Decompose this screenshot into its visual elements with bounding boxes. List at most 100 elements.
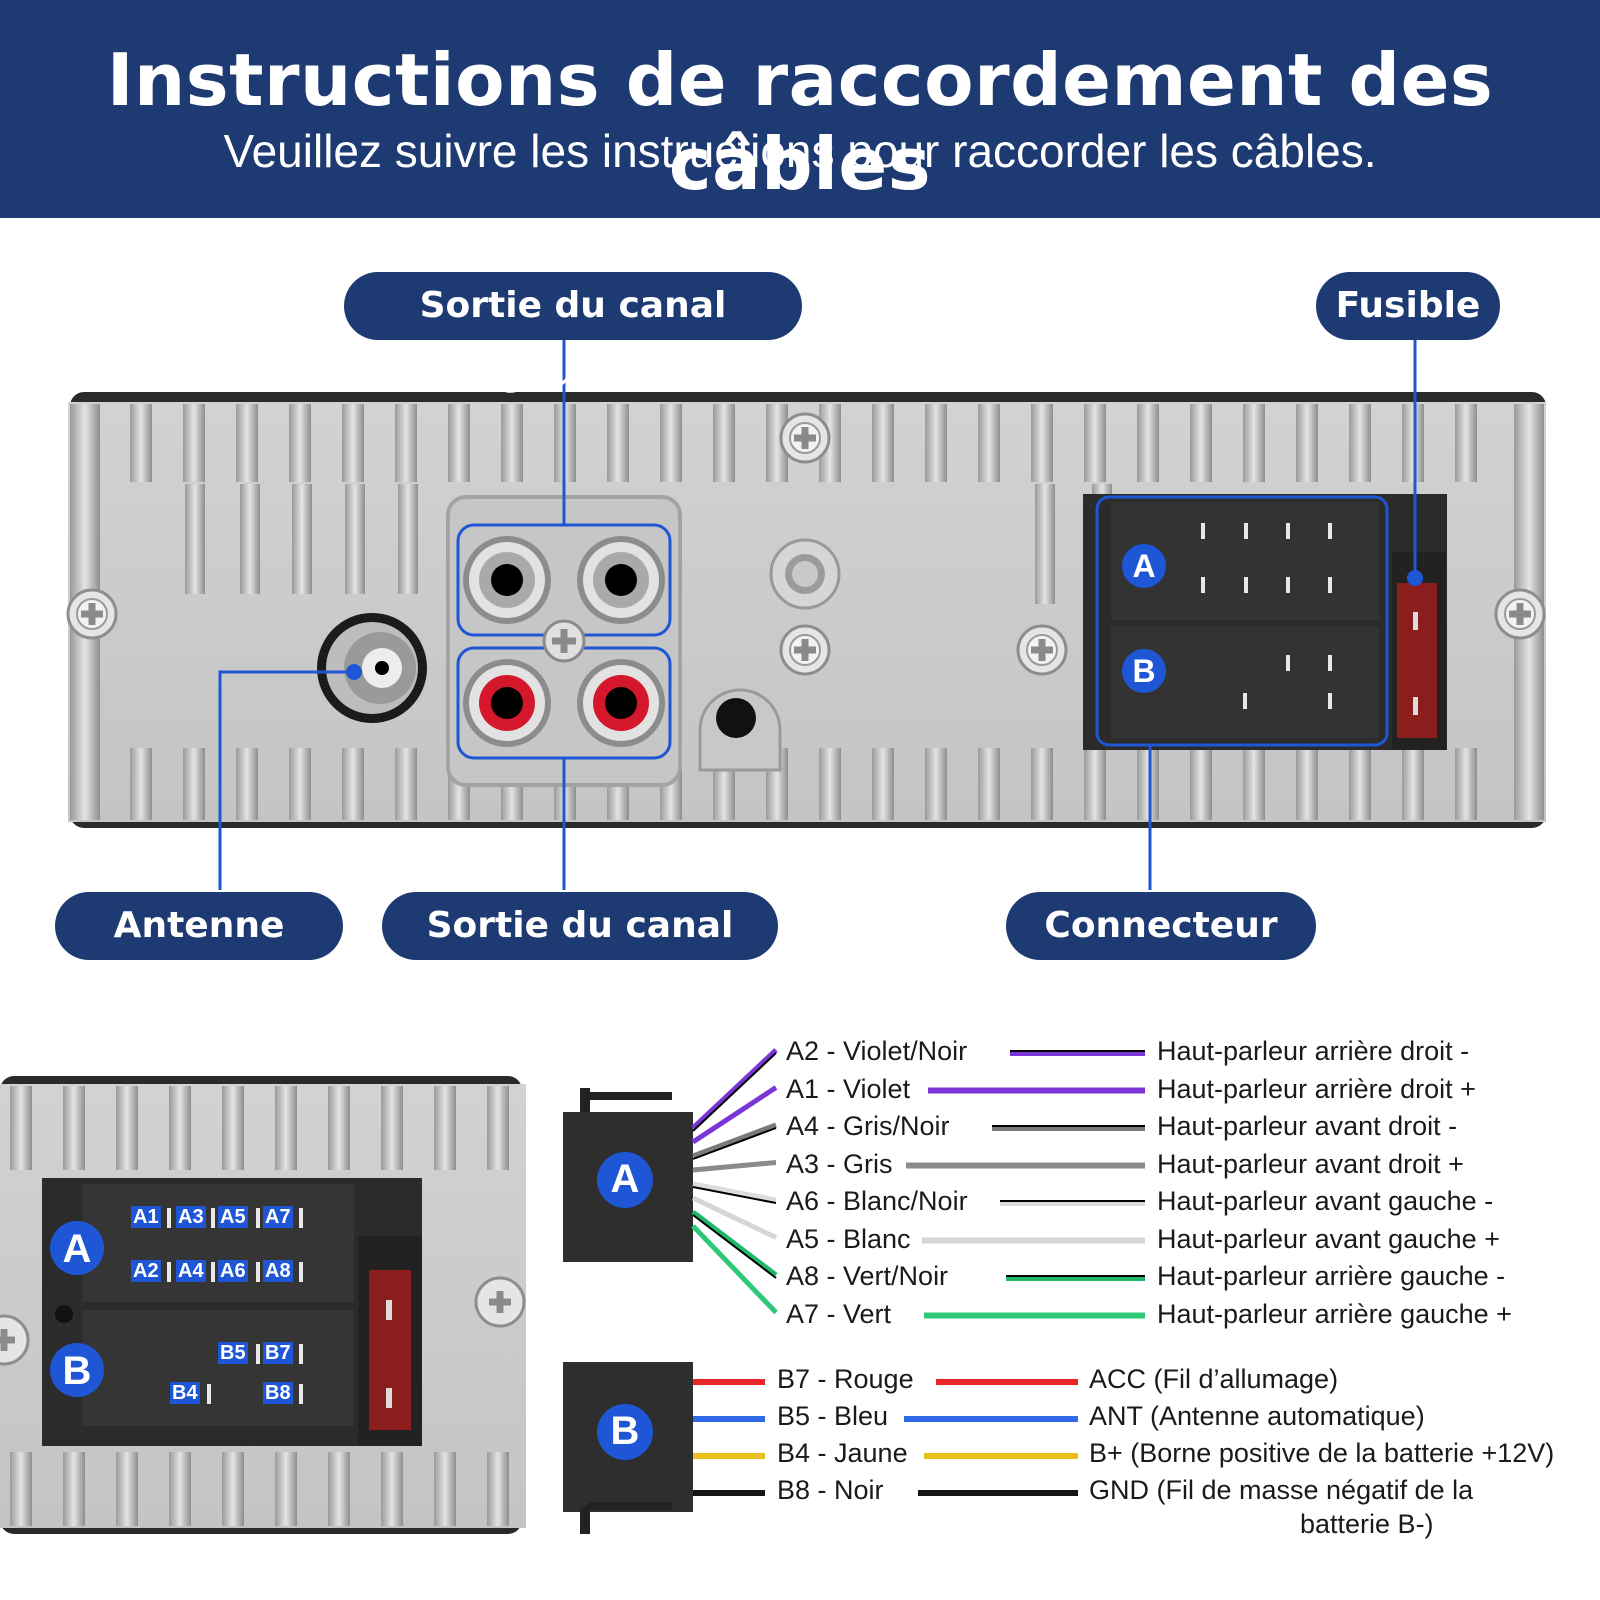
wire-a-label: A5 - Blanc (786, 1223, 911, 1254)
fin (713, 404, 735, 482)
rca-left-top (463, 536, 551, 624)
fin (660, 404, 682, 482)
screw-icon (0, 1314, 30, 1366)
fin (766, 404, 788, 482)
fin (925, 404, 947, 482)
wire-a-2 (692, 1122, 1145, 1160)
fin (1084, 748, 1106, 820)
wire-a-3 (692, 1160, 1145, 1173)
fin (1243, 748, 1265, 820)
fin (1137, 748, 1159, 820)
fin (1243, 404, 1265, 482)
wire-a-4 (692, 1181, 1145, 1206)
iso-detail-panel (0, 1076, 526, 1534)
fin (1296, 404, 1318, 482)
wire-b-description: ANT (Antenne automatique) (1089, 1401, 1425, 1431)
fin (1035, 484, 1055, 604)
wire-a-description: Haut-parleur arrière gauche + (1157, 1298, 1512, 1329)
fin (63, 1452, 85, 1526)
callout-antenna: Antenne radio (55, 892, 343, 1014)
wires-a (691, 1048, 1145, 1319)
harness-letter-a: A (610, 1157, 640, 1201)
fin (342, 404, 364, 482)
wire-a-description: Haut-parleur arrière droit - (1157, 1036, 1470, 1066)
fin (381, 1452, 403, 1526)
pin-a5: A5 (218, 1206, 248, 1228)
fin (1031, 404, 1053, 482)
callout-fuse: Fusible (1316, 272, 1500, 340)
fin (501, 404, 523, 482)
fin (130, 404, 152, 482)
fin (607, 404, 629, 482)
fin (398, 484, 418, 594)
wire-a-description: Haut-parleur arrière droit + (1157, 1073, 1476, 1104)
wire-b-description: ACC (Fil d’allumage) (1089, 1364, 1339, 1394)
antenna-socket (317, 613, 427, 723)
wire-b-2 (693, 1453, 1078, 1459)
fin (222, 1452, 244, 1526)
wire-a-label: A4 - Gris/Noir (786, 1111, 950, 1141)
wire-a-description: Haut-parleur avant droit + (1157, 1148, 1464, 1179)
screw-icon (66, 588, 118, 640)
fin (1190, 748, 1212, 820)
screw-icon (1016, 624, 1068, 676)
wire-b-label: B4 - Jaune (777, 1438, 908, 1468)
fin (169, 1086, 191, 1170)
rca-left-bottom (463, 659, 551, 747)
detail-letter-b: B (62, 1349, 92, 1393)
fin (130, 748, 152, 820)
wire-a-label: A8 - Vert/Noir (786, 1261, 949, 1291)
iso-letter-b: B (1132, 653, 1156, 689)
rca-right-top (577, 536, 665, 624)
iso-letter-a: A (1132, 548, 1156, 584)
wire-a-6 (691, 1210, 1145, 1281)
fin (1349, 748, 1371, 820)
pin-b4: B4 (170, 1382, 200, 1404)
fin (183, 748, 205, 820)
fin (487, 1452, 509, 1526)
fin (1084, 404, 1106, 482)
fin (487, 1086, 509, 1170)
fin (381, 1086, 403, 1170)
antenna-marker (346, 664, 362, 680)
pin-a3: A3 (176, 1206, 206, 1228)
header-banner: Instructions de raccordement des câbles … (0, 0, 1600, 218)
rca-block (446, 495, 682, 787)
fin (448, 404, 470, 482)
wires-b (693, 1379, 1078, 1496)
mic-jack (698, 688, 782, 772)
harness-a (563, 1088, 693, 1262)
fin (1190, 404, 1212, 482)
fin (236, 748, 258, 820)
fin (63, 1086, 85, 1170)
harness-b (563, 1362, 693, 1534)
page-subtitle: Veuillez suivre les instructions pour ra… (223, 125, 1377, 177)
fin (434, 1452, 456, 1526)
fin (395, 404, 417, 482)
wire-b-label: B5 - Bleu (777, 1401, 889, 1431)
wire-a-1 (691, 1085, 1145, 1145)
fin (872, 404, 894, 482)
pin-a1: A1 (131, 1206, 161, 1228)
wire-a-description: Haut-parleur avant droit - (1157, 1111, 1458, 1141)
pin-b5: B5 (218, 1342, 248, 1364)
pin-b7: B7 (263, 1342, 293, 1364)
fin (1137, 404, 1159, 482)
wire-a-description: Haut-parleur arrière gauche - (1157, 1261, 1506, 1291)
wire-a-label: A3 - Gris (786, 1148, 893, 1179)
fin (222, 1086, 244, 1170)
fin (240, 484, 260, 594)
fin (434, 1086, 456, 1170)
detail-letter-a: A (62, 1227, 92, 1271)
wire-b-description-line2: batterie B-) (1300, 1509, 1434, 1539)
fin (169, 1452, 191, 1526)
fin (925, 748, 947, 820)
fin (1402, 748, 1424, 820)
wire-a-description: Haut-parleur avant gauche - (1157, 1186, 1494, 1216)
screw-icon (1494, 588, 1546, 640)
wire-b-label: B7 - Rouge (777, 1364, 914, 1394)
fin (183, 404, 205, 482)
callout-iso: Connecteur ISO (1006, 892, 1316, 1014)
fin (328, 1086, 350, 1170)
